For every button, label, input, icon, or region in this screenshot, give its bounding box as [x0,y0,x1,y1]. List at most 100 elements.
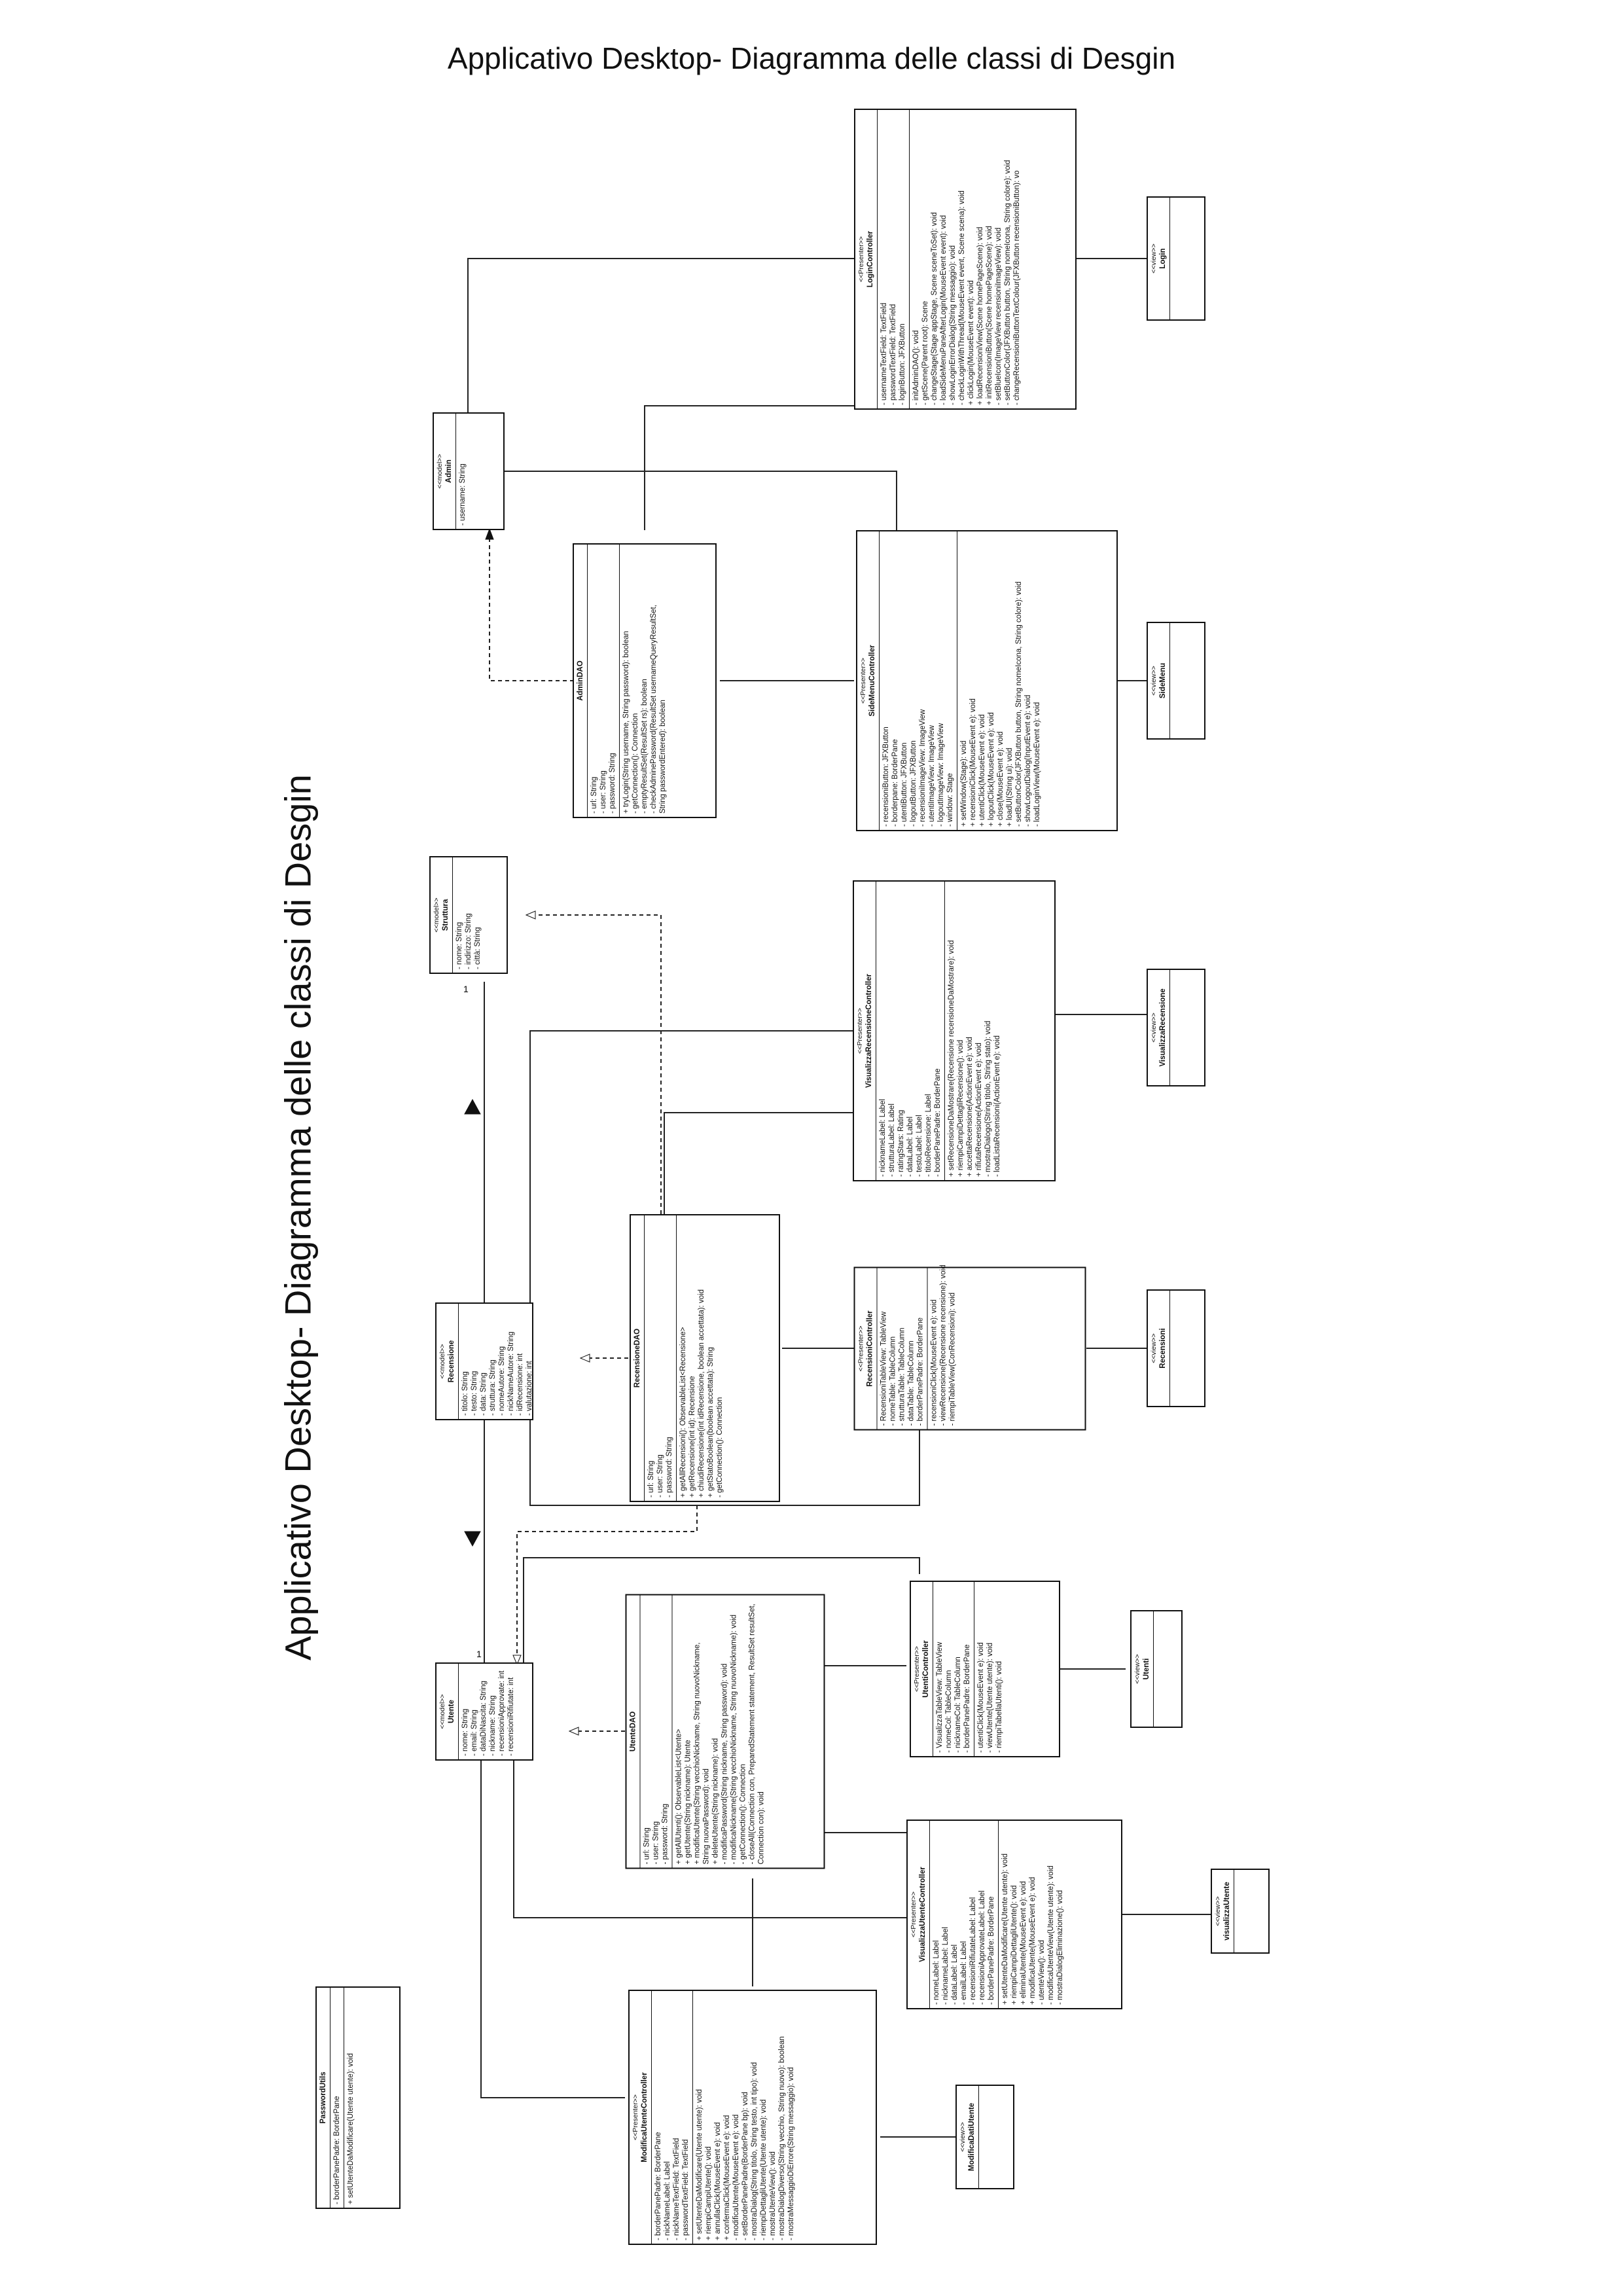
attribute-line: - passwordTextField: TextField [889,304,897,405]
class-attributes: - RecensioniTableView: TableView- nomeTa… [877,1268,928,1429]
class-stereotype: <<Presenter>> [857,236,865,283]
view-modifica-dati-utente: <<view>>ModificaDatiUtente [955,2085,1014,2189]
class-attributes: - usernameTextField: TextField- password… [877,110,910,408]
class-stereotype: <<view>> [959,2122,967,2152]
attribute-line: - logoutButton: JFXButton [909,740,918,827]
attribute-line: - recensioniApprovate: int [497,1670,506,1756]
method-line: + modificaUtente(MouseEvent e): void [1028,1876,1037,2005]
arrowhead-recdao-struttura [525,910,536,920]
class-methods: + tryLogin(String username, String passw… [620,545,669,817]
attribute-line: - titoloRecensione: Label [924,1094,933,1177]
arrowhead-utentedao-utente [568,1727,579,1736]
method-line: - mostraMessaggioDiErrore(String messagg… [787,2067,796,2240]
method-line: - emptyResultSet(ResultSet rs): boolean [641,679,649,814]
method-line: - mostraDialogo(String titolo, String st… [984,1020,992,1177]
attribute-line: - nicknameLabel: Label [941,1927,950,2005]
attribute-line: - borderpane: BorderPane [891,739,899,827]
method-line: - checkAdminePassword(ResultSet username… [650,605,658,814]
connector-recensione-reccontroller [529,1420,920,1506]
attribute-line: - ratingStars: Rating [897,1109,905,1177]
attribute-line: - logoutImageView: ImageView [936,723,945,827]
method-line: + confermaClick(MouseEvent e): void [722,2115,731,2240]
attribute-line: - VisualizzaTableView: TableView [935,1641,944,1753]
dependency-admindao-admin [489,530,581,681]
method-line: + annullaClick(MouseEvent e): void [713,2122,722,2240]
method-line: + loadUI(String ui): void [1006,747,1014,827]
class-header: <<Presenter>>LoginController [855,110,878,408]
class-recensione: <<model>>Recensione - titolo: String- tes… [435,1302,533,1420]
method-line: + setWindow(Stage): void [959,740,968,827]
class-recensioni-controller: <<Presenter>>RecensioniController- Recen… [853,1265,1086,1430]
connector-admin-sidemenu [501,471,897,530]
class-stereotype: <<model>> [436,454,444,489]
attribute-line: - nomeCol: TableColumn [944,1670,953,1753]
attribute-line: - borderPanePadre: BorderPane [963,1644,971,1753]
method-line: - mostraDialogEliminazione(): void [1056,1890,1065,2005]
class-stereotype: <<model>> [433,897,440,933]
class-admin-dao: AdminDAO- url: String- user: String- pas… [573,543,717,818]
dependency-recdao-struttura [530,914,662,1214]
class-attributes: - titolo: String- testo: String- data: S… [459,1304,536,1419]
class-attributes: - borderPanePadre: BorderPane [330,1988,345,2208]
class-attributes: - recensioniButton: JFXButton- borderpan… [879,531,957,830]
attribute-line: - nicknameCol: TableColumn [954,1657,962,1753]
class-header: <<view>>ModificaDatiUtente [957,2086,979,2188]
connector-admin-login [467,258,854,471]
method-line: - showLoginErrorDialog(String messaggio)… [948,245,957,405]
method-line: - getScene(Parent root): Scene [921,300,929,405]
connector-recdao-visrec [664,1112,854,1214]
class-header: <<Presenter>>UtentiController [911,1582,933,1756]
class-stereotype: <<model>> [438,1344,446,1379]
method-line: String passwordEntered): boolean [659,700,668,814]
class-name: Admin [444,459,453,483]
class-name: UtenteDAO [629,1711,637,1751]
class-methods: + getAllUtenti(): ObservableList<Utente>… [673,1595,768,1867]
class-utente: <<model>>Utente- nome: String- email: St… [435,1662,533,1761]
method-line: - changeStage(Stage appStage, Scene scen… [930,212,938,405]
method-line: + getStatoBoolean(boolean accettata): St… [707,1347,715,1498]
class-name: Recensione [447,1340,455,1383]
method-line: + setUtenteDaModificare(Utente utente): … [1001,1853,1009,2005]
method-line: + getAllRecensioni(): ObservableList<Rec… [679,1327,688,1498]
class-header: RecensioneDAO [631,1215,645,1501]
class-visualizza-recensione-controller: <<Presenter>>VisualizzaRecensioneControl… [853,880,1056,1181]
view-recensioni: <<view>>Recensioni [1147,1289,1205,1407]
class-utenti-controller: <<Presenter>>UtentiController- Visualizz… [910,1581,1060,1757]
attribute-line: - recensioniRifiutateLabel: Label [969,1897,977,2005]
class-name: VisualizzaRecensione [1158,988,1167,1067]
attribute-line: - nome: String [455,922,463,969]
attribute-line: - nome: String [461,1708,469,1756]
method-line: - setBorderPanePadre(BorderPane bp): voi… [741,2092,749,2240]
class-stereotype: <<view>> [1214,1896,1222,1926]
arrowhead-recdao-recensione [579,1354,590,1363]
class-stereotype: <<view>> [1150,1333,1158,1363]
attribute-line: - email: String [470,1710,478,1756]
attribute-line: - password: String [666,1437,674,1498]
class-attributes: - url: String- user: String- password: S… [640,1595,673,1867]
attribute-line: - recensioniButton: JFXButton [882,726,890,827]
attribute-line: - window: Stage [946,773,954,827]
class-stereotype: <<Presenter>> [856,1007,864,1054]
attribute-line: - borderPanePadre: BorderPane [333,2096,342,2204]
method-line: - modificaUtente(MouseEvent e): void [732,2114,740,2240]
method-line: + riempiCampiUtente(): void [704,2146,713,2240]
class-attributes: - nomeLabel: Label- nicknameLabel: Label… [929,1821,999,2008]
class-stereotype: <<view>> [1150,243,1158,274]
connector-utente-visutente [513,1757,906,1918]
method-line: - setButtonColor(JFXButton button, Strin… [1004,160,1012,405]
attribute-line: - url: String [590,776,599,814]
class-methods: - initAdminDAO(): void- getScene(Parent … [910,110,1024,408]
class-attributes: - VisualizzaTableView: TableView- nomeCo… [933,1582,974,1756]
attribute-line: - idRecensione: int [516,1353,524,1416]
multiplicity-utente: 1 [476,1649,482,1659]
direction-triangle-down [464,1531,481,1547]
class-name: AdminDAO [577,660,584,701]
method-line: - riempiDettagliUtente(Utente utente): v… [759,2099,768,2240]
class-header: <<view>>Utenti [1132,1611,1154,1727]
method-line: + setRecensioneDaMostrare(Recensione rec… [947,940,955,1177]
class-attributes: - nome: String- indirizzo: String- città… [453,857,484,973]
method-line: + initRecensioniButton(Scene homePageSce… [985,226,993,405]
attribute-line: - user: String [652,1821,660,1864]
attribute-line: - borderPanePadre: BorderPane [654,2132,662,2240]
